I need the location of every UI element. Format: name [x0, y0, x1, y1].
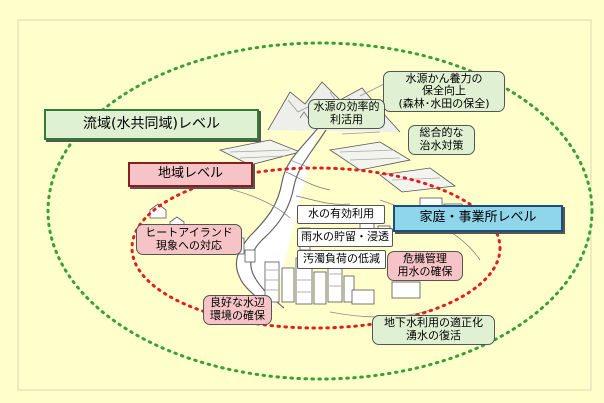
crisis-line-2: 用水の確保: [397, 265, 453, 278]
conservation-line-3: (森林･水田の保全): [398, 96, 490, 110]
effective-use-line-1: 水の有効利用: [308, 207, 374, 221]
pollution-line-1: 汚濁負荷の低減: [303, 252, 380, 266]
rain-storage-line-1: 雨水の貯留・浸透: [301, 230, 389, 244]
crisis-line-1: 危機管理: [403, 252, 447, 266]
flood-control-line-1: 総合的な: [419, 126, 464, 140]
outer-basin-ellipse: [46, 41, 594, 381]
groundwater-line-2: 湧水の復活: [406, 329, 461, 342]
region-level-text: 地域レベル: [157, 166, 223, 182]
efficient-use-caption: 水源の効率的 利活用: [308, 99, 385, 129]
conservation-caption: 水源かん養力の 保全向上 (森林･水田の保全): [383, 71, 505, 112]
heat-island-caption: ヒートアイランド 現象への対応: [136, 224, 242, 255]
basin-level-text: 流域(水共同域)レベル: [83, 116, 220, 133]
waterside-line-1: 良好な水辺: [210, 296, 265, 310]
waterside-line-2: 環境の確保: [210, 309, 265, 322]
household-level-text: 家庭・事業所レベル: [419, 210, 537, 226]
efficient-use-line-1: 水源の効率的: [313, 100, 380, 114]
region-level-label: 地域レベル: [128, 162, 253, 187]
inner-region-ellipse: [130, 166, 502, 330]
household-level-label: 家庭・事業所レベル: [393, 205, 563, 232]
groundwater-line-1: 地下水利用の適正化: [384, 316, 483, 330]
waterside-caption: 良好な水辺 環境の確保: [203, 295, 272, 325]
effective-use-caption: 水の有効利用: [297, 205, 385, 224]
basin-level-label: 流域(水共同域)レベル: [44, 109, 259, 140]
conservation-line-1: 水源かん養力の: [405, 71, 483, 85]
crisis-caption: 危機管理 用水の確保: [387, 251, 463, 281]
efficient-use-line-2: 利活用: [330, 113, 363, 126]
pollution-caption: 汚濁負荷の低減: [297, 250, 386, 269]
conservation-line-2: 保全向上: [422, 84, 466, 98]
groundwater-caption: 地下水利用の適正化 湧水の復活: [372, 315, 495, 345]
flood-control-line-2: 治水対策: [419, 139, 464, 152]
heat-island-line-1: ヒートアイランド: [145, 225, 233, 239]
flood-control-caption: 総合的な 治水対策: [408, 125, 475, 155]
rain-storage-caption: 雨水の貯留・浸透: [297, 228, 393, 247]
heat-island-line-2: 現象への対応: [156, 238, 222, 252]
